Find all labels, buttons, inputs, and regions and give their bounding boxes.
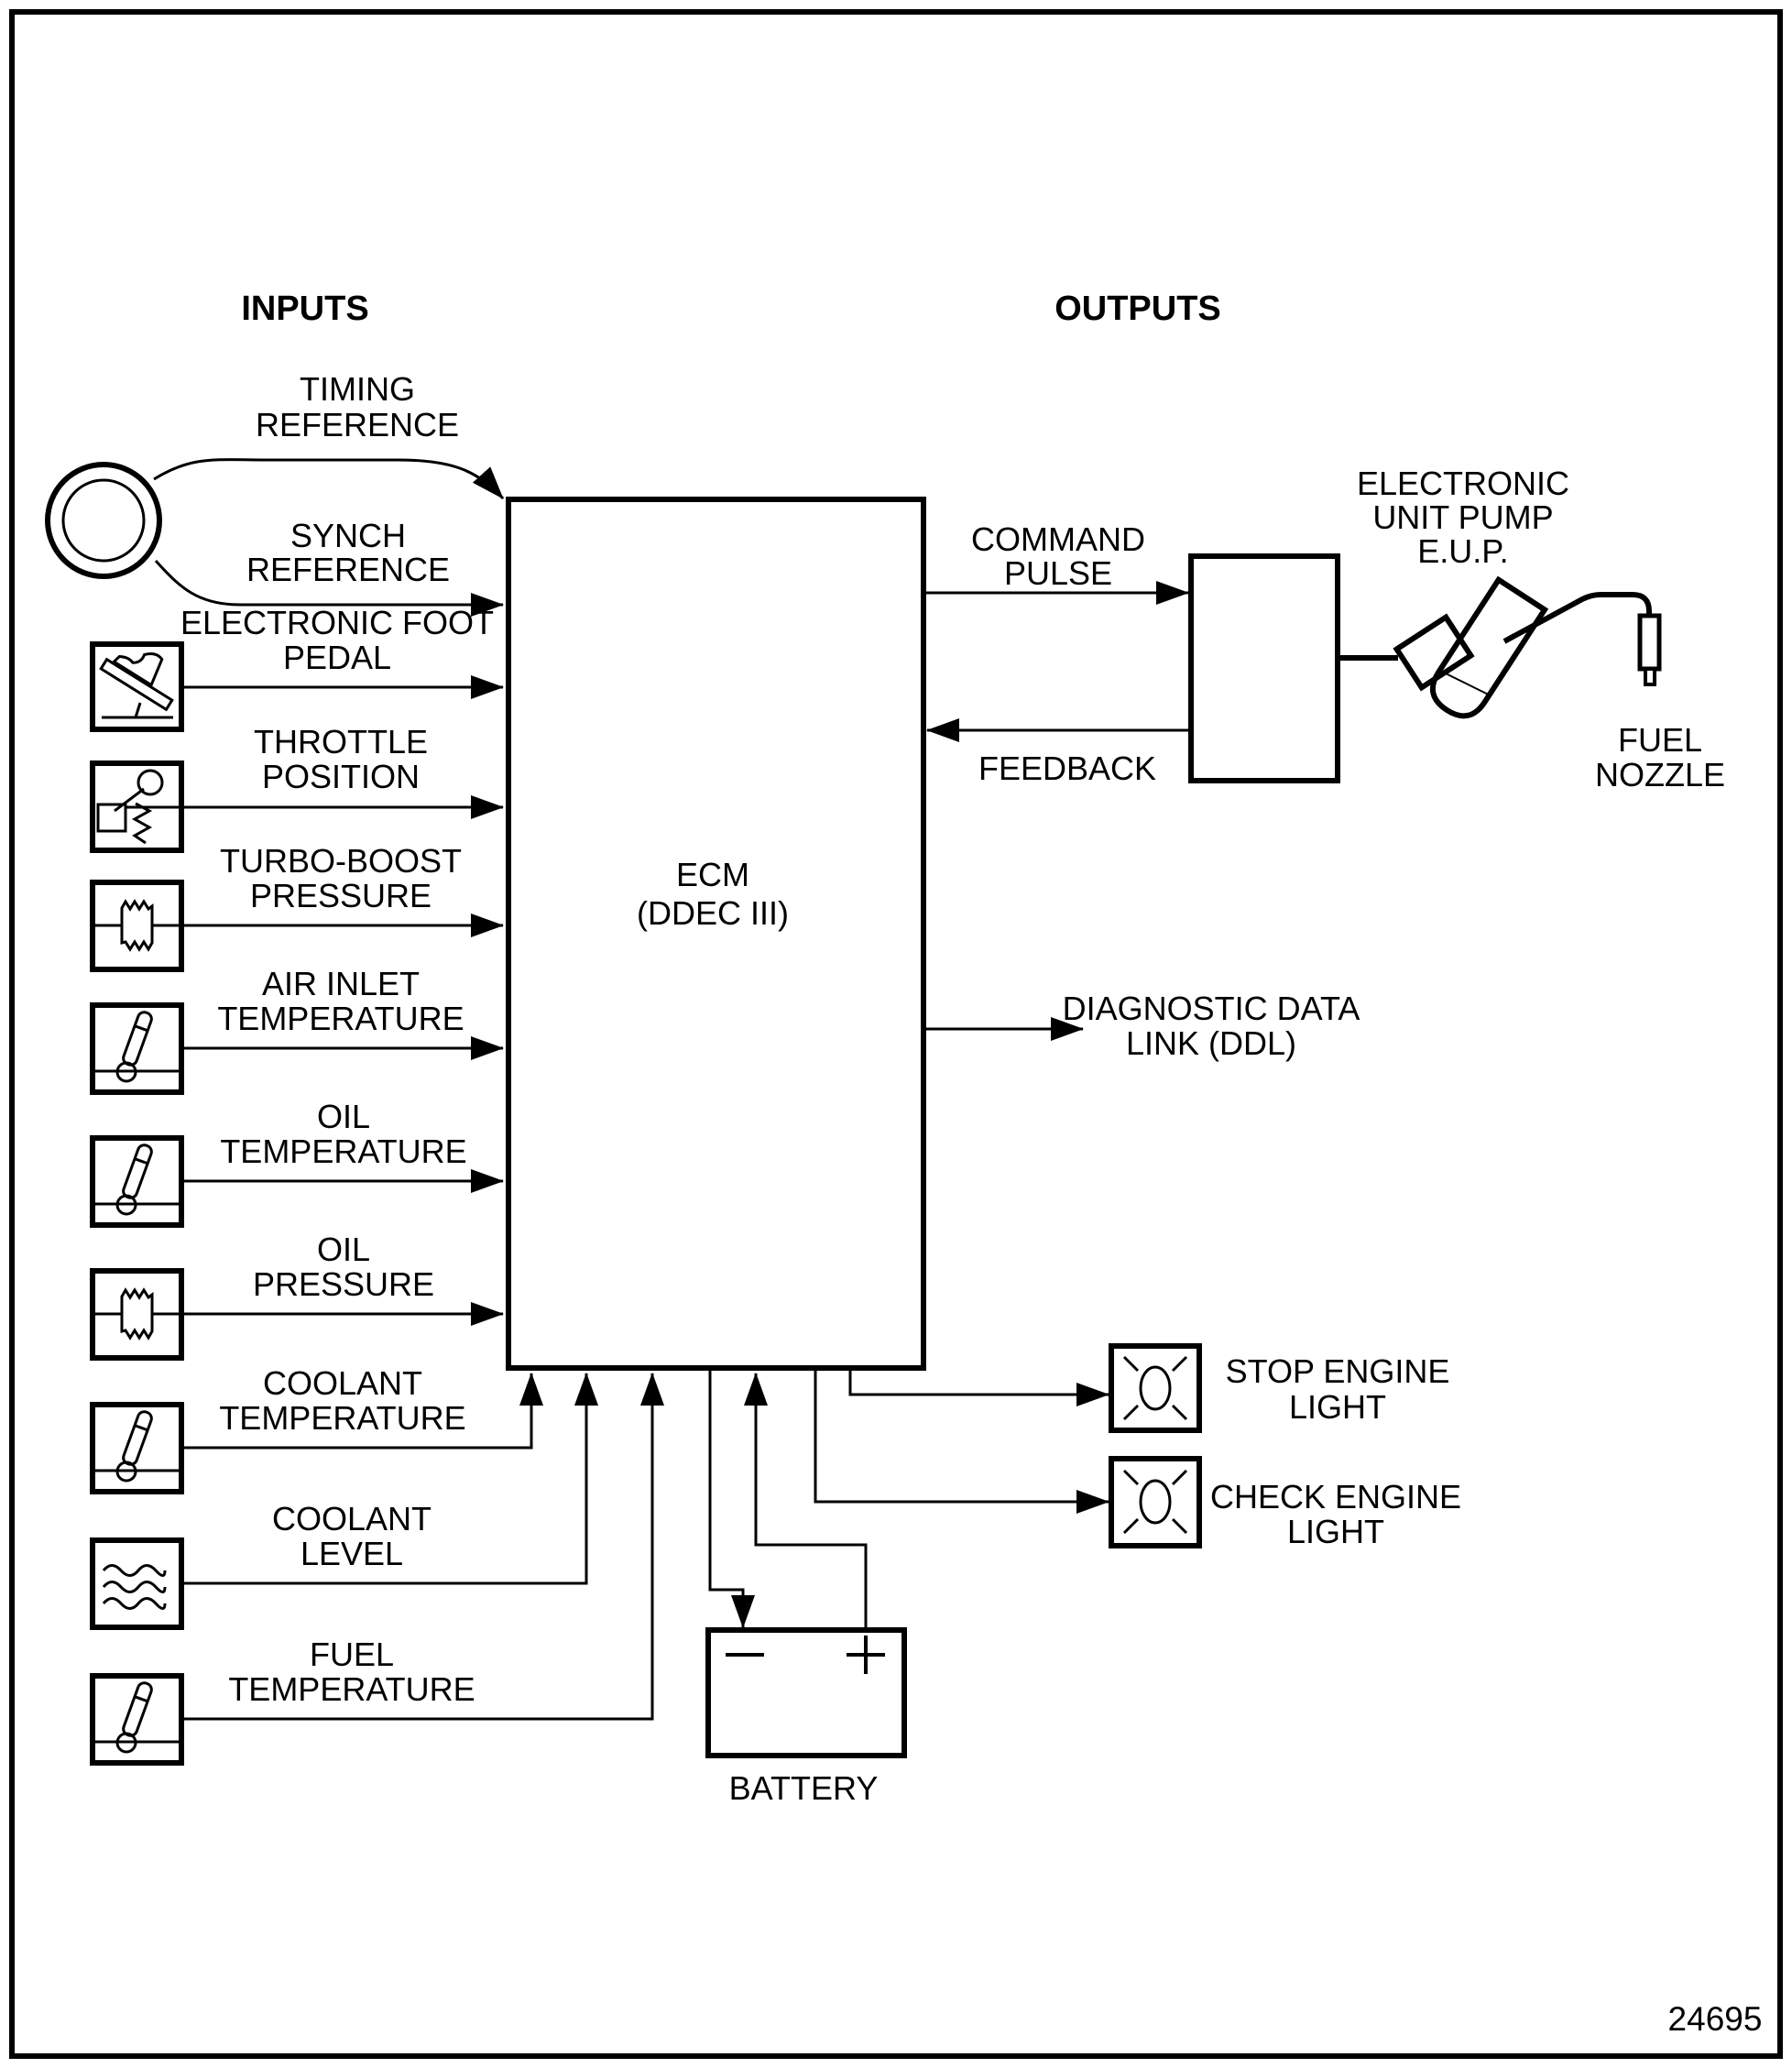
timing-reference-label: TIMING <box>300 370 415 408</box>
oil-temp-label: OIL <box>317 1098 370 1135</box>
figure-number: 24695 <box>1668 2000 1763 2038</box>
ddl-label: LINK (DDL) <box>1126 1024 1296 1062</box>
engine-speed-sensor-icon <box>45 462 162 579</box>
battery-positive-wire <box>744 1373 868 1629</box>
ecm-box <box>506 497 926 1371</box>
turbo-boost-label: TURBO-BOOST <box>220 842 462 880</box>
bellows-pressure-icon <box>90 880 184 972</box>
ecm-label: ECM <box>676 856 749 893</box>
synch-reference-label: REFERENCE <box>246 551 450 588</box>
command-pulse-label: COMMAND <box>971 520 1145 558</box>
stop-engine-light-icon <box>1109 1343 1202 1433</box>
coolant-temp-wire <box>181 1373 543 1450</box>
fuel-temp-label: FUEL <box>310 1636 394 1673</box>
synch-reference-label: SYNCH <box>290 517 406 554</box>
thermometer-icon <box>90 1135 184 1228</box>
stop-engine-light-label: LIGHT <box>1289 1388 1386 1426</box>
page-border <box>9 9 1783 2059</box>
coolant-temp-label: COOLANT <box>263 1364 422 1402</box>
command-pulse-label: PULSE <box>1004 554 1112 592</box>
ecm-sublabel: (DDEC III) <box>637 894 789 932</box>
fuel-nozzle-label: FUEL <box>1618 721 1702 759</box>
throttle-lever-icon <box>90 760 184 853</box>
check-engine-light-icon <box>1109 1456 1202 1548</box>
eup-label: E.U.P. <box>1417 532 1508 570</box>
check-engine-light-wire <box>814 1371 1109 1514</box>
thermometer-icon <box>90 1002 184 1095</box>
feedback-label: FEEDBACK <box>978 750 1156 787</box>
air-inlet-temp-label: TEMPERATURE <box>217 1000 464 1037</box>
coolant-level-label: COOLANT <box>272 1500 432 1537</box>
turbo-boost-label: PRESSURE <box>250 877 432 914</box>
battery-label: BATTERY <box>729 1769 879 1807</box>
eup-label: UNIT PUMP <box>1372 498 1553 536</box>
fuel-temp-wire <box>181 1373 664 1721</box>
thermometer-icon <box>90 1402 184 1494</box>
synch-reference-wire <box>154 559 504 617</box>
check-engine-light-label: LIGHT <box>1287 1513 1384 1550</box>
ddl-label: DIAGNOSTIC DATA <box>1063 990 1360 1027</box>
oil-pressure-label: PRESSURE <box>253 1265 434 1303</box>
throttle-position-label: THROTTLE <box>254 723 428 760</box>
timing-reference-label: REFERENCE <box>256 406 459 443</box>
eup-box <box>1188 553 1340 783</box>
bellows-pressure-icon <box>90 1268 184 1361</box>
coolant-level-label: LEVEL <box>300 1535 403 1572</box>
check-engine-light-label: CHECK ENGINE <box>1210 1478 1461 1515</box>
stop-engine-light-label: STOP ENGINE <box>1226 1352 1450 1390</box>
outputs-header: OUTPUTS <box>1054 290 1221 328</box>
air-inlet-temp-label: AIR INLET <box>262 965 420 1002</box>
throttle-position-label: POSITION <box>262 758 420 795</box>
thermometer-icon <box>90 1673 184 1766</box>
foot-pedal-label: ELECTRONIC FOOT <box>180 604 494 641</box>
stop-engine-light-wire <box>848 1371 1109 1406</box>
foot-pedal-label: PEDAL <box>283 639 391 676</box>
oil-pressure-label: OIL <box>317 1231 370 1268</box>
fuel-nozzle-icon <box>1637 613 1662 686</box>
eup-label: ELECTRONIC <box>1357 465 1569 502</box>
battery-plus-icon <box>847 1636 885 1674</box>
fuel-nozzle-label: NOZZLE <box>1595 756 1725 793</box>
coolant-temp-label: TEMPERATURE <box>219 1399 465 1437</box>
battery-icon <box>705 1627 907 1758</box>
battery-negative-wire <box>708 1371 755 1628</box>
coolant-level-wire <box>181 1373 598 1585</box>
timing-reference-wire <box>153 458 505 500</box>
coolant-waves-icon <box>90 1537 184 1630</box>
oil-temp-label: TEMPERATURE <box>220 1132 466 1170</box>
unit-pump-injector-icon <box>1338 575 1652 719</box>
foot-pedal-icon <box>90 641 184 732</box>
fuel-temp-label: TEMPERATURE <box>228 1670 475 1708</box>
inputs-header: INPUTS <box>241 290 368 328</box>
